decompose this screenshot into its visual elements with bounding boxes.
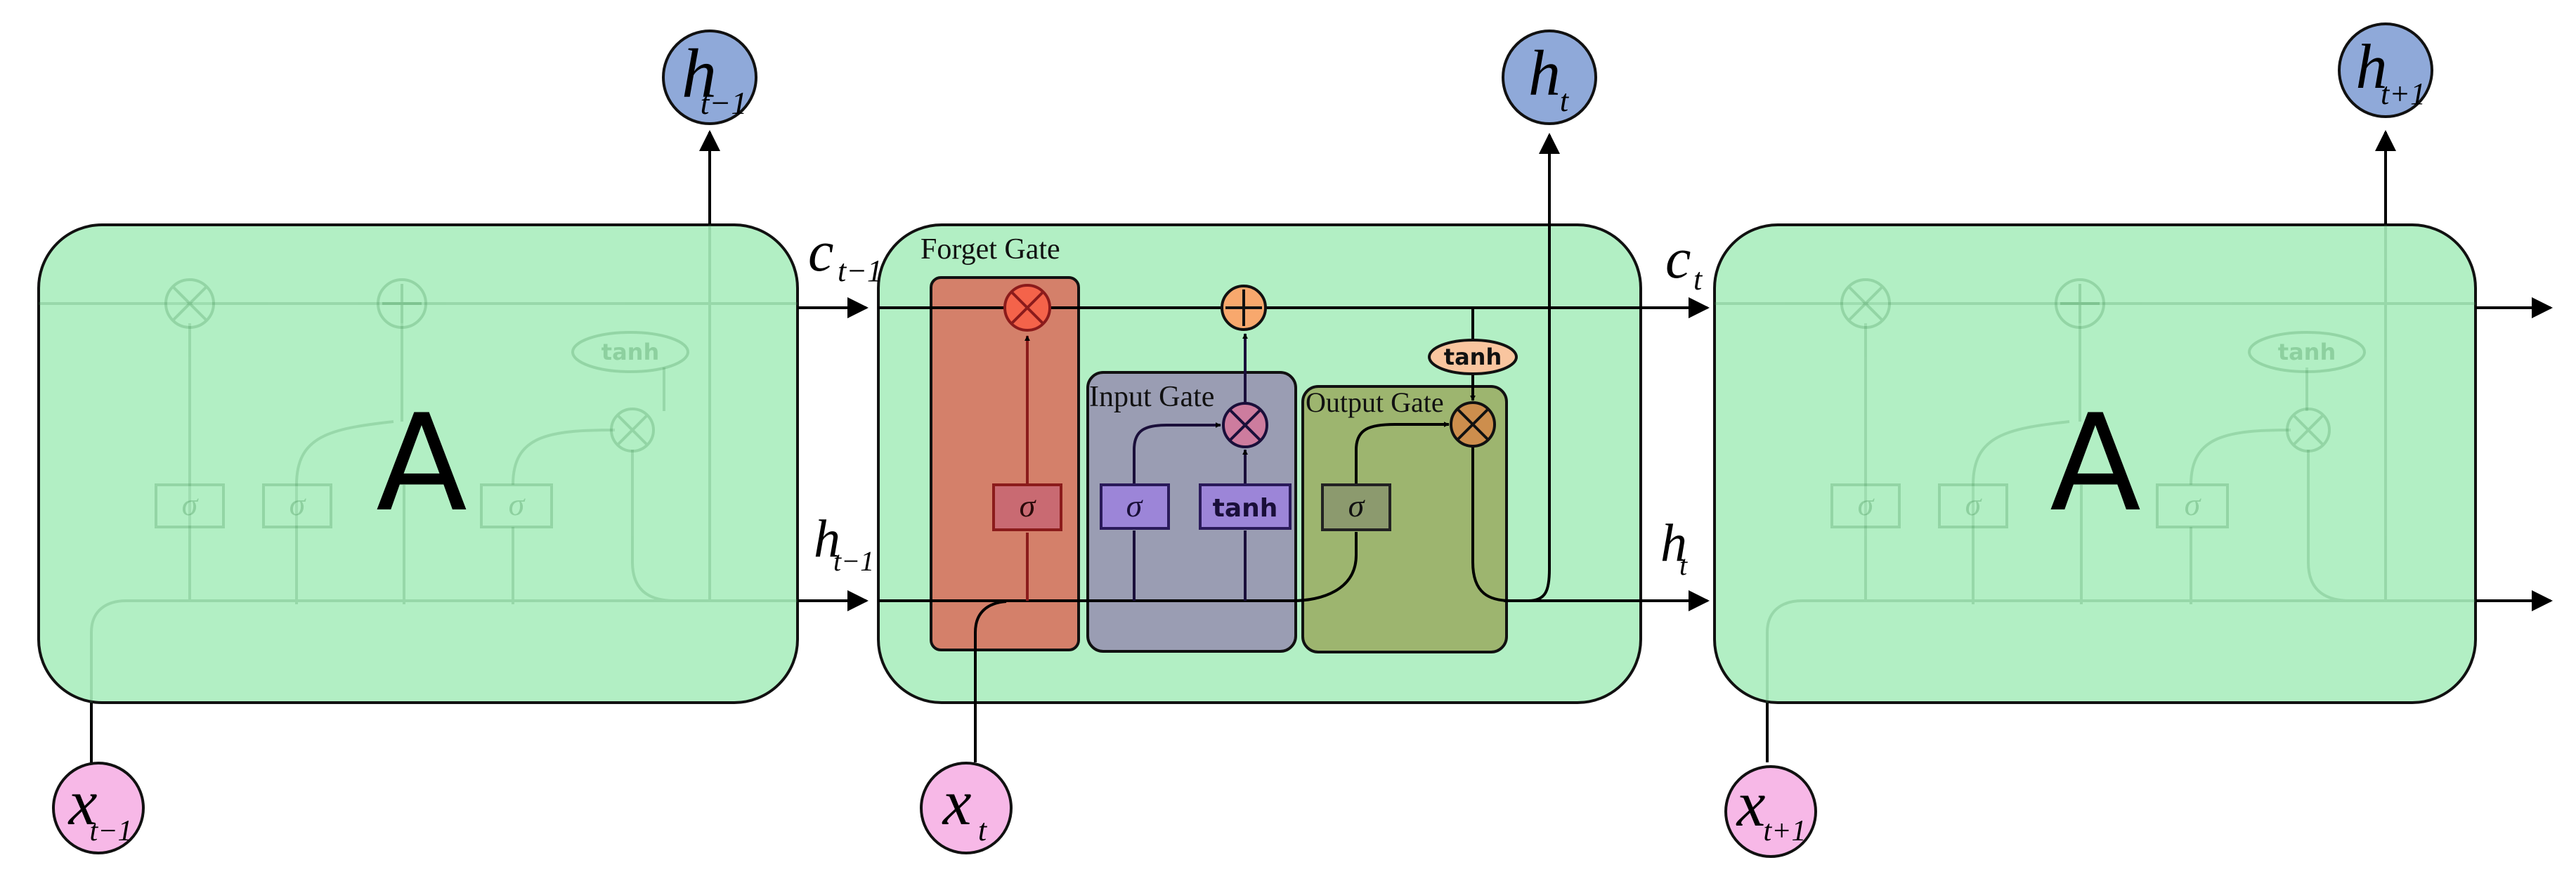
label-c-next: c t xyxy=(1665,226,1703,297)
x-right-sub: t+1 xyxy=(1763,815,1806,847)
output-sigma-box xyxy=(1321,483,1391,531)
h-mid-sub: t xyxy=(1560,84,1570,118)
h-node-left: h t−1 xyxy=(662,30,757,125)
x-mid-main: x xyxy=(942,767,972,838)
x-left-sub: t−1 xyxy=(89,815,132,847)
h-right-main: h xyxy=(2356,32,2388,102)
x-mid-sub: t xyxy=(978,813,988,847)
x-node-left: x t−1 xyxy=(52,703,145,854)
faded-sigma-4: σ xyxy=(1858,486,1875,522)
c-next-main: c xyxy=(1665,226,1691,290)
forget-sigma-box xyxy=(992,483,1062,531)
forget-sigma: σ xyxy=(1020,488,1037,523)
label-h-prev: h t−1 xyxy=(814,509,874,577)
faded-sigma-2: σ xyxy=(290,486,307,522)
output-sigma: σ xyxy=(1348,488,1366,523)
input-gate-label: Input Gate xyxy=(1089,381,1214,413)
x-node-right: x t+1 xyxy=(1724,703,1817,858)
x-right-main: x xyxy=(1736,768,1766,840)
x-left-main: x xyxy=(67,767,98,838)
h-next-main: h xyxy=(1660,514,1687,573)
h-prev-sub: t−1 xyxy=(833,545,874,577)
label-h-next: h t xyxy=(1660,514,1688,581)
cell-right: σ σ σ tanh A xyxy=(1713,130,2553,759)
output-gate-label: Output Gate xyxy=(1306,386,1444,418)
input-tanh: tanh xyxy=(1213,494,1278,523)
h-prev-main: h xyxy=(814,509,840,568)
cell-tanh-pill xyxy=(1428,339,1518,375)
input-sigma-box xyxy=(1100,483,1170,530)
cell-left: σ σ σ tanh A xyxy=(37,130,799,759)
cell-left-label: A xyxy=(376,386,467,541)
h-node-right: h t+1 xyxy=(2338,22,2433,118)
h-right-sub: t+1 xyxy=(2381,77,2426,111)
faded-sigma-5: σ xyxy=(1965,486,1983,522)
faded-sigma-3: σ xyxy=(509,486,526,522)
h-left-main: h xyxy=(682,34,717,112)
faded-tanh-2: tanh xyxy=(2278,339,2336,365)
h-left-sub: t−1 xyxy=(701,85,748,121)
h-mid-main: h xyxy=(1528,37,1561,109)
c-prev-sub: t−1 xyxy=(838,254,883,288)
x-node-middle: x t xyxy=(920,703,1013,854)
cell-middle: Forget Gate Input Gate Output Gate σ xyxy=(798,133,1710,757)
output-gate-region xyxy=(1301,385,1508,653)
forget-gate-region xyxy=(930,276,1080,651)
c-next-sub: t xyxy=(1693,262,1703,297)
forget-gate-label: Forget Gate xyxy=(921,233,1060,266)
input-tanh-box xyxy=(1199,483,1292,530)
cell-tanh: tanh xyxy=(1444,344,1502,370)
label-c-prev: c t−1 xyxy=(808,219,883,288)
faded-sigma-6: σ xyxy=(2185,486,2202,522)
faded-tanh: tanh xyxy=(601,339,659,365)
c-prev-main: c xyxy=(808,219,833,283)
h-node-middle: h t xyxy=(1502,30,1597,125)
faded-sigma-1: σ xyxy=(182,486,200,522)
cell-right-label: A xyxy=(2050,386,2141,541)
h-next-sub: t xyxy=(1679,549,1688,581)
input-sigma: σ xyxy=(1126,488,1144,523)
